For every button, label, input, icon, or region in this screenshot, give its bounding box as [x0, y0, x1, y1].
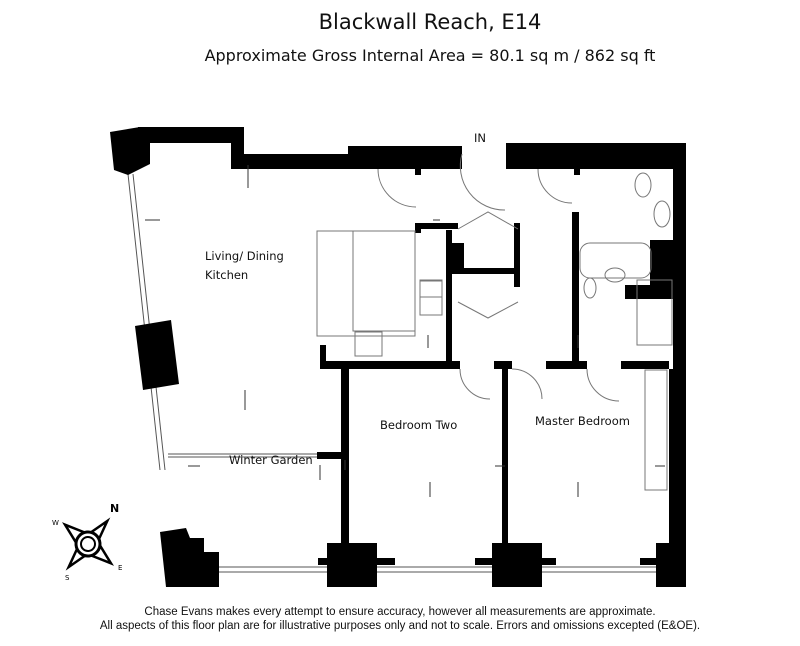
disclaimer-line-1: Chase Evans makes every attempt to ensur… — [144, 606, 656, 618]
page-title: Blackwall Reach, E14 — [318, 10, 542, 34]
basin-icon — [653, 200, 671, 228]
dimension-arrows — [145, 165, 665, 497]
walls — [110, 127, 686, 587]
disclaimer-line-2: All aspects of this floor plan are for i… — [99, 620, 701, 632]
compass-e: E — [118, 564, 122, 572]
compass-icon — [61, 517, 115, 571]
compass-n: N — [110, 502, 119, 515]
area-subtitle: Approximate Gross Internal Area = 80.1 s… — [204, 46, 656, 65]
compass-w: W — [52, 519, 59, 527]
hob-icon — [354, 331, 383, 357]
shower-icon — [636, 279, 673, 346]
compass-s: S — [65, 574, 70, 582]
windows — [127, 173, 673, 573]
bath-icon — [579, 242, 652, 279]
room-label-winter-garden: Winter Garden — [229, 453, 313, 467]
sink-icon — [419, 279, 443, 298]
room-label-master-bedroom: Master Bedroom — [535, 414, 630, 428]
room-label-living: Living/ Dining — [205, 249, 284, 263]
room-label-kitchen: Kitchen — [205, 268, 248, 282]
fixtures — [316, 153, 673, 491]
entrance-label: IN — [474, 131, 486, 145]
toilet-icon — [634, 172, 652, 198]
room-label-bedroom-two: Bedroom Two — [380, 418, 457, 432]
